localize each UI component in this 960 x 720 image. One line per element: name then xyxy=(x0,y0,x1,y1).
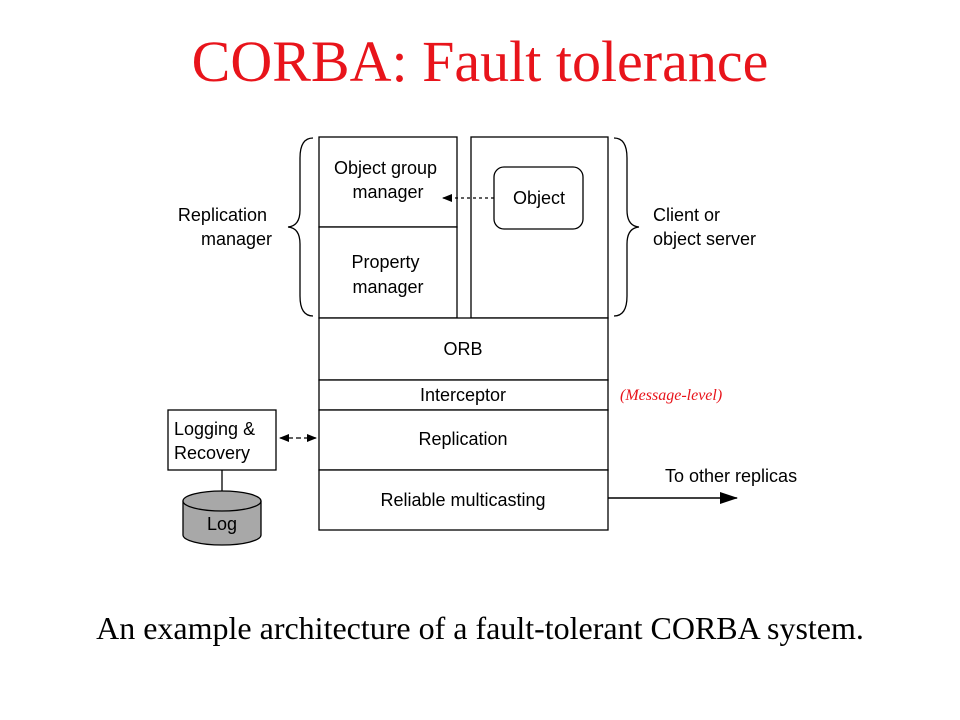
reliable-multicasting-label: Reliable multicasting xyxy=(380,490,545,510)
reliable-multicasting-layer xyxy=(318,469,609,531)
orb-label: ORB xyxy=(443,339,482,359)
logging-recovery-label: Logging & Recovery xyxy=(174,419,260,463)
to-other-replicas-label: To other replicas xyxy=(665,466,797,486)
object-group-manager-box xyxy=(318,136,458,228)
log-cylinder xyxy=(182,490,262,546)
replication-manager-brace xyxy=(287,137,314,317)
interceptor-label: Interceptor xyxy=(420,385,506,405)
object-group-manager-label: Object group manager xyxy=(334,158,442,202)
replication-layer xyxy=(318,409,609,471)
object-label: Object xyxy=(513,188,565,208)
client-object-server-brace xyxy=(613,137,640,317)
replication-label: Replication xyxy=(418,429,507,449)
property-manager-label: Property manager xyxy=(351,252,424,297)
client-object-server-label: Client or object server xyxy=(653,205,756,249)
figure-caption: An example architecture of a fault-toler… xyxy=(96,610,864,646)
message-level-annotation: (Message-level) xyxy=(620,387,722,404)
log-label: Log xyxy=(207,514,237,534)
replication-manager-label: Replication manager xyxy=(178,205,272,249)
orb-layer xyxy=(318,317,609,381)
interceptor-layer xyxy=(318,379,609,411)
slide-title: CORBA: Fault tolerance xyxy=(191,29,769,94)
logging-recovery-box xyxy=(167,409,277,471)
property-manager-box xyxy=(318,226,458,319)
